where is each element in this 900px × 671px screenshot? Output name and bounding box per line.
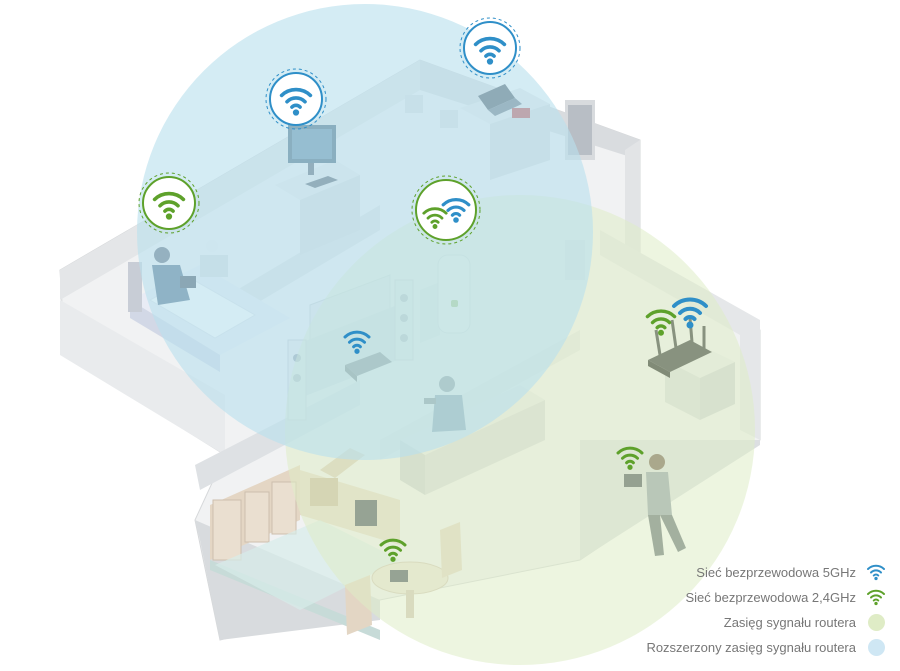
legend-label: Zasięg sygnału routera	[723, 615, 856, 630]
wifi-badge-laptop	[459, 17, 521, 79]
extended-coverage-area	[137, 4, 593, 460]
wifi-badge-monitor	[265, 68, 327, 130]
blue-range-dot	[866, 639, 886, 657]
wifi-badge-extender	[411, 175, 481, 245]
legend-item-24ghz: Sieć bezprzewodowa 2,4GHz	[486, 585, 886, 610]
wifi-24ghz-icon	[866, 589, 886, 607]
legend-label: Sieć bezprzewodowa 5GHz	[696, 565, 856, 580]
green-range-dot	[866, 614, 886, 632]
legend-item-5ghz: Sieć bezprzewodowa 5GHz	[486, 560, 886, 585]
legend-item-extended-range: Rozszerzony zasięg sygnału routera	[486, 635, 886, 660]
wifi-5ghz-icon	[866, 564, 886, 582]
legend-label: Rozszerzony zasięg sygnału routera	[646, 640, 856, 655]
legend-item-router-range: Zasięg sygnału routera	[486, 610, 886, 635]
wifi-badge-bedroom	[138, 172, 200, 234]
legend: Sieć bezprzewodowa 5GHz Sieć bezprzewodo…	[486, 560, 886, 660]
legend-label: Sieć bezprzewodowa 2,4GHz	[685, 590, 856, 605]
